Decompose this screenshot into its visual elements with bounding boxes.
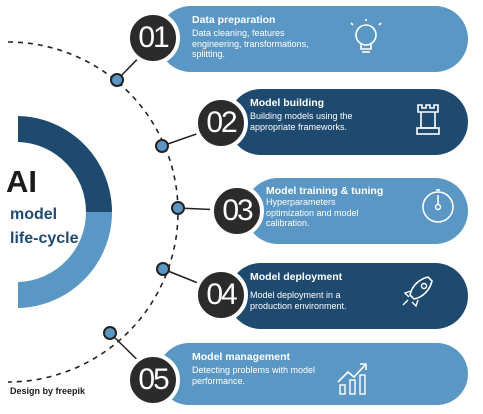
arc-node	[155, 139, 169, 153]
dashed-arc	[7, 41, 179, 383]
credit-text: Design by freepik	[10, 386, 86, 396]
step-title: Data preparation	[192, 14, 276, 26]
step-number-badge: 03	[210, 184, 264, 238]
arc-node	[110, 73, 124, 87]
growth-chart-icon	[336, 358, 374, 401]
rocket-icon	[400, 273, 438, 316]
hub-subtitle-line2: life-cycle	[10, 230, 79, 247]
step-description: Building models using the appropriate fr…	[250, 111, 353, 132]
arc-node	[103, 326, 117, 340]
step-number-badge: 05	[126, 353, 180, 407]
step-title: Model building	[250, 97, 325, 109]
step-description: Model deployment in a production environ…	[250, 290, 347, 311]
arc-node	[156, 262, 170, 276]
step-description: Data cleaning, features engineering, tra…	[192, 28, 309, 59]
lightbulb-icon	[348, 19, 386, 62]
hub-arc-bottom	[18, 212, 112, 308]
arc-node	[171, 201, 185, 215]
hub-title: AI	[6, 164, 37, 199]
step-description: Detecting problems with model performanc…	[192, 365, 316, 386]
step-title: Model deployment	[250, 271, 343, 283]
hub-subtitle-line1: model	[10, 206, 58, 223]
step-number-badge: 02	[194, 96, 248, 150]
step-description: Hyperparameters optimization and model c…	[266, 197, 359, 228]
hub-arc-top	[18, 116, 112, 212]
step-title: Model training & tuning	[266, 185, 384, 197]
step-title: Model management	[192, 351, 291, 363]
gauge-icon	[420, 187, 458, 230]
step-number-badge: 01	[126, 11, 180, 65]
rook-tower-icon	[410, 101, 448, 144]
step-number-badge: 04	[194, 268, 248, 322]
